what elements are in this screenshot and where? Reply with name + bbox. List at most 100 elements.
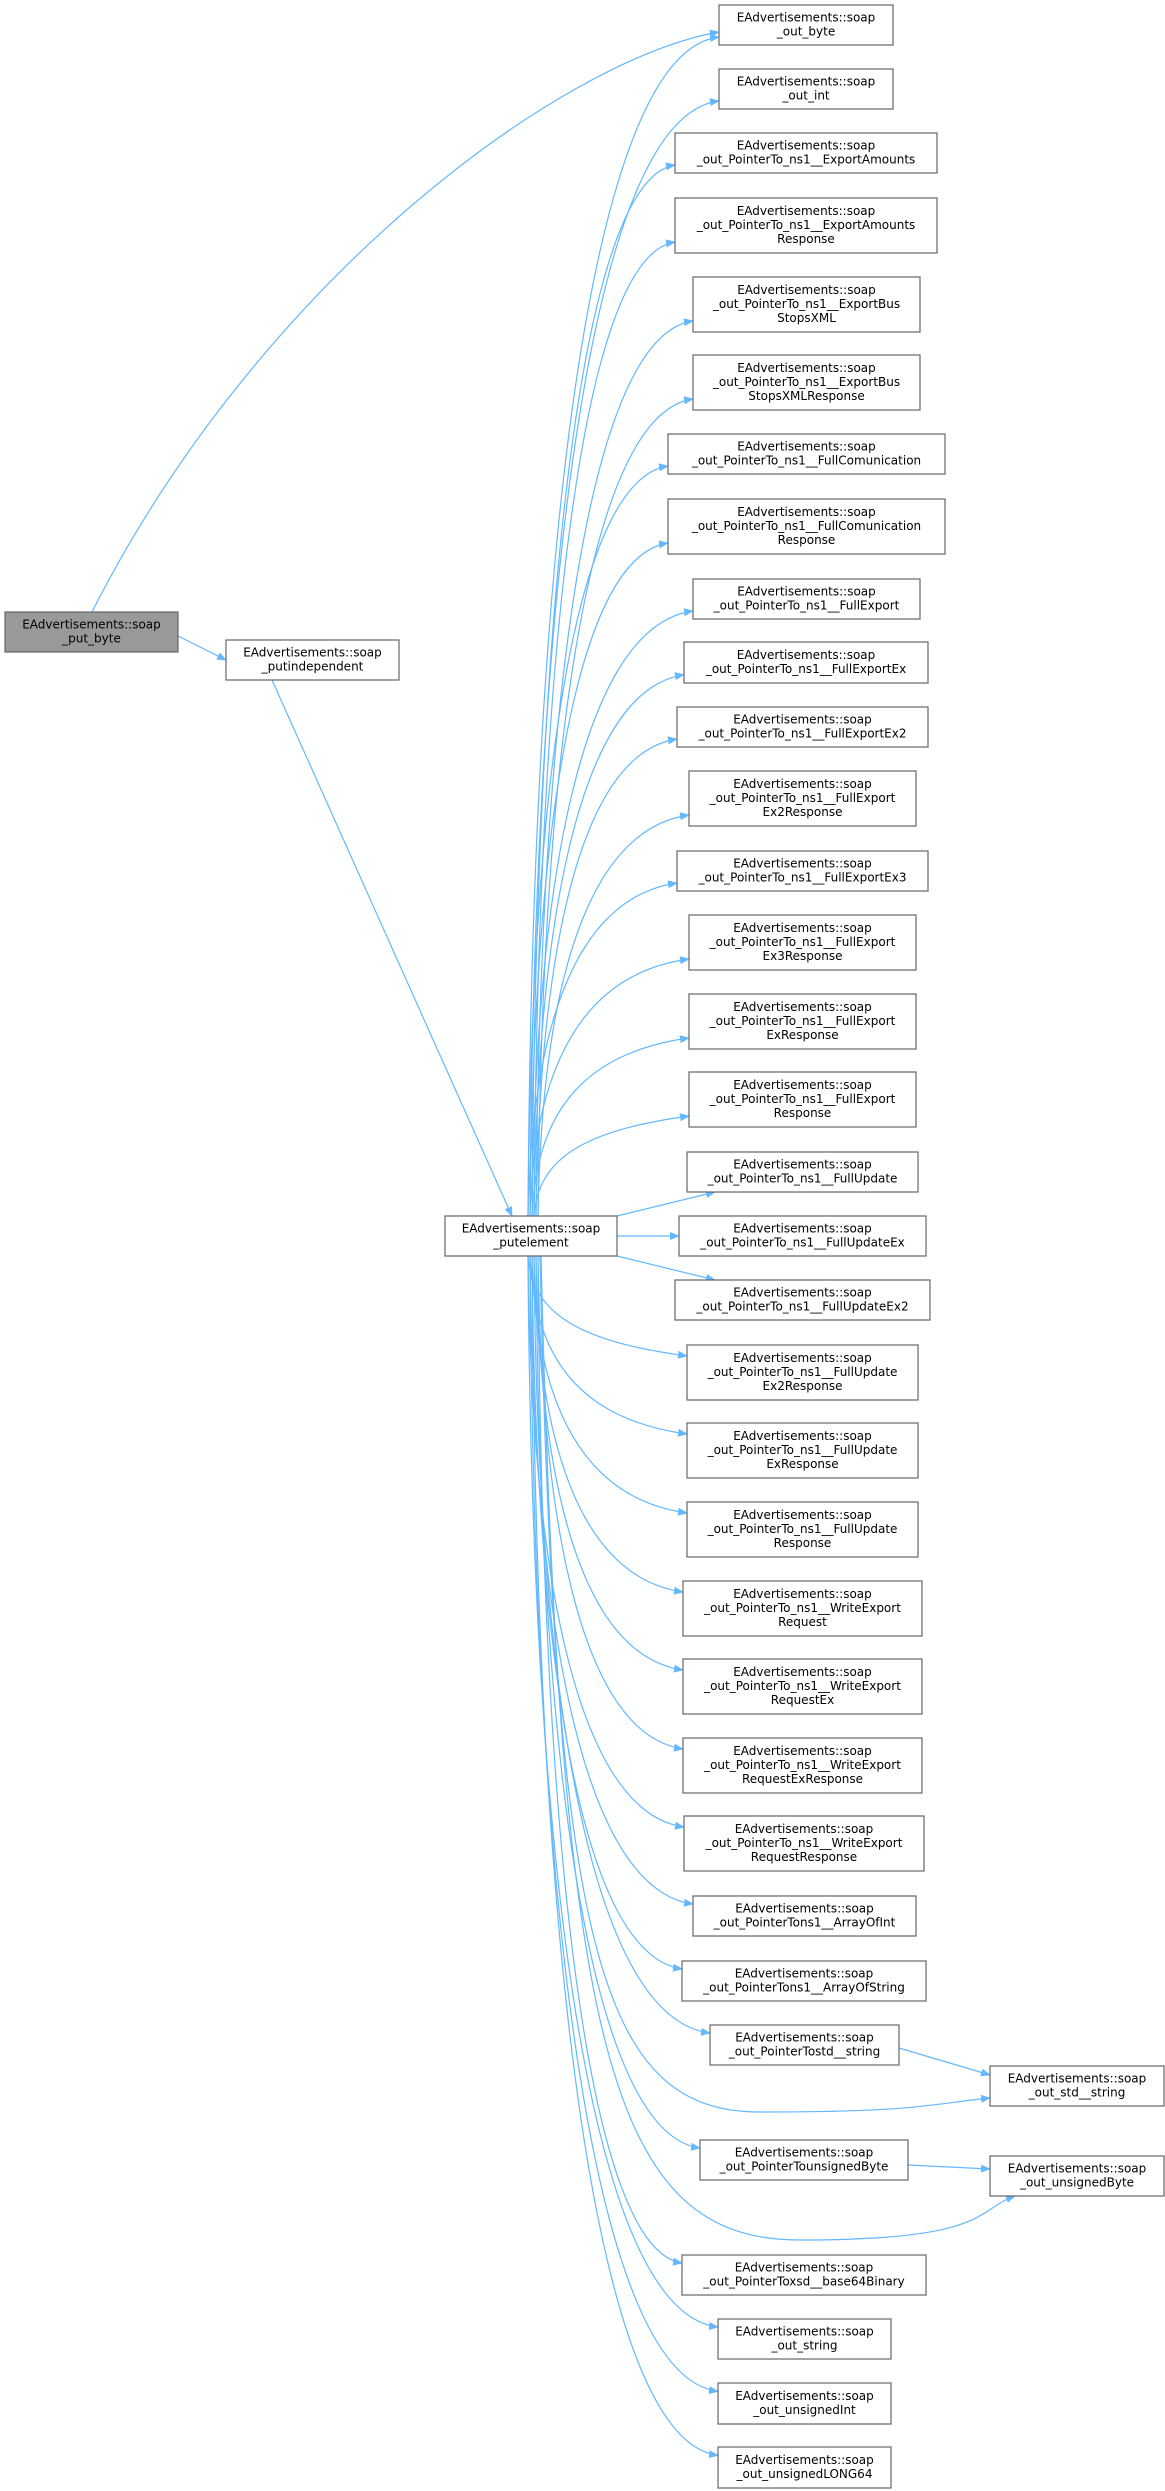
edge-putelement-to-fullupdate — [616, 1190, 716, 1217]
node-label: _out_unsignedInt — [752, 2403, 856, 2417]
node-label: _out_PointerTo_ns1__FullExportEx — [705, 662, 906, 676]
node-box — [444, 1215, 618, 1257]
node-fullexportexresponse[interactable]: EAdvertisements::soap_out_PointerTo_ns1_… — [688, 993, 917, 1050]
node-box — [681, 1960, 927, 2002]
node-label: EAdvertisements::soap — [733, 1429, 872, 1443]
node-unsignedint[interactable]: EAdvertisements::soap_out_unsignedInt — [717, 2382, 892, 2425]
node-label: EAdvertisements::soap — [737, 139, 876, 153]
node-label: EAdvertisements::soap — [1008, 2162, 1147, 2176]
node-unsignedlong64[interactable]: EAdvertisements::soap_out_unsignedLONG64 — [717, 2446, 892, 2489]
node-fullexportex2response[interactable]: EAdvertisements::soap_out_PointerTo_ns1_… — [688, 770, 917, 827]
node-exportamountsresponse[interactable]: EAdvertisements::soap_out_PointerTo_ns1_… — [674, 197, 938, 254]
node-fullupdateexresponse[interactable]: EAdvertisements::soap_out_PointerTo_ns1_… — [686, 1422, 919, 1479]
node-label: _out_string — [770, 2339, 837, 2353]
node-writeexportrequestexresponse[interactable]: EAdvertisements::soap_out_PointerTo_ns1_… — [682, 1737, 923, 1794]
node-fullexport[interactable]: EAdvertisements::soap_out_PointerTo_ns1_… — [692, 578, 921, 620]
edge-putelement-to-exportbusstopsxml — [535, 318, 694, 1217]
node-label: EAdvertisements::soap — [737, 440, 876, 454]
node-fullexportresponse[interactable]: EAdvertisements::soap_out_PointerTo_ns1_… — [688, 1071, 917, 1128]
node-fullexportex3[interactable]: EAdvertisements::soap_out_PointerTo_ns1_… — [676, 850, 929, 892]
node-label: _out_PointerTo_ns1__FullUpdate — [707, 1365, 898, 1379]
edge-putelement-to-out_int — [529, 98, 720, 1217]
node-box — [682, 1658, 923, 1715]
edge-putelement-to-fullupdateexresponse — [529, 1255, 688, 1437]
node-exportbusstopsxmlresponse[interactable]: EAdvertisements::soap_out_PointerTo_ns1_… — [692, 354, 921, 411]
node-label: EAdvertisements::soap — [733, 1222, 872, 1236]
node-box — [681, 2254, 927, 2296]
node-label: EAdvertisements::soap — [735, 1967, 874, 1981]
node-fullupdateex2response[interactable]: EAdvertisements::soap_out_PointerTo_ns1_… — [686, 1344, 919, 1401]
node-arrayofint[interactable]: EAdvertisements::soap_out_PointerTons1__… — [692, 1895, 917, 1937]
node-fullupdate[interactable]: EAdvertisements::soap_out_PointerTo_ns1_… — [686, 1151, 919, 1193]
node-writeexportrequest[interactable]: EAdvertisements::soap_out_PointerTo_ns1_… — [682, 1580, 923, 1637]
node-label: EAdvertisements::soap — [735, 1902, 874, 1916]
node-out-string[interactable]: EAdvertisements::soap_out_string — [717, 2318, 892, 2360]
node-putelement[interactable]: EAdvertisements::soap_putelement — [444, 1215, 618, 1257]
node-label: _out_PointerTo_ns1__FullExport — [709, 1014, 896, 1028]
node-fullexportex[interactable]: EAdvertisements::soap_out_PointerTo_ns1_… — [683, 641, 929, 684]
edge-putindependent-to-putelement — [271, 679, 513, 1217]
node-fullupdateex2[interactable]: EAdvertisements::soap_out_PointerTo_ns1_… — [674, 1279, 931, 1321]
node-label: Ex3Response — [763, 949, 843, 963]
node-label: EAdvertisements::soap — [733, 1744, 872, 1758]
node-exportbusstopsxml[interactable]: EAdvertisements::soap_out_PointerTo_ns1_… — [692, 276, 921, 333]
node-pointertounsignedbyte[interactable]: EAdvertisements::soap_out_PointerTounsig… — [699, 2139, 909, 2181]
node-fullexportex2[interactable]: EAdvertisements::soap_out_PointerTo_ns1_… — [676, 706, 929, 748]
edge-putelement-to-writeexportrequestresponse — [527, 1255, 685, 1830]
node-fullupdateresponse[interactable]: EAdvertisements::soap_out_PointerTo_ns1_… — [686, 1501, 919, 1558]
node-label: _out_PointerTons1__ArrayOfString — [702, 1981, 905, 1995]
edge-put_byte-to-putindependent — [177, 635, 227, 661]
node-label: _out_PointerToxsd__base64Binary — [702, 2275, 904, 2289]
edge-putelement-to-unsignedbyte — [540, 1255, 1016, 2241]
node-label: EAdvertisements::soap — [735, 2031, 874, 2045]
node-box — [225, 639, 400, 681]
node-fullupdateex[interactable]: EAdvertisements::soap_out_PointerTo_ns1_… — [678, 1215, 927, 1257]
node-box — [4, 611, 179, 653]
node-box — [989, 2065, 1165, 2107]
node-label: Response — [774, 1106, 832, 1120]
node-box — [717, 2382, 892, 2425]
node-unsignedbyte[interactable]: EAdvertisements::soap_out_unsignedByte — [989, 2155, 1165, 2197]
edge-putelement-to-out_byte — [527, 34, 720, 1217]
node-label: EAdvertisements::soap — [737, 204, 876, 218]
node-fullcomunication[interactable]: EAdvertisements::soap_out_PointerTo_ns1_… — [667, 433, 946, 475]
node-label: EAdvertisements::soap — [733, 1508, 872, 1522]
node-fullexportex3response[interactable]: EAdvertisements::soap_out_PointerTo_ns1_… — [688, 914, 917, 971]
node-label: EAdvertisements::soap — [735, 2146, 874, 2160]
edge-putelement-to-fullupdateex2response — [527, 1255, 688, 1359]
node-exportamounts[interactable]: EAdvertisements::soap_out_PointerTo_ns1_… — [674, 132, 938, 174]
node-label: EAdvertisements::soap — [243, 646, 382, 660]
node-box — [709, 2024, 900, 2066]
node-label: Ex2Response — [763, 805, 843, 819]
node-writeexportrequestresponse[interactable]: EAdvertisements::soap_out_PointerTo_ns1_… — [683, 1815, 925, 1872]
node-std-string[interactable]: EAdvertisements::soap_out_std__string — [989, 2065, 1165, 2107]
node-box — [676, 850, 929, 892]
edge-putelement-to-fullexportexresponse — [531, 1035, 690, 1217]
node-base64binary[interactable]: EAdvertisements::soap_out_PointerToxsd__… — [681, 2254, 927, 2296]
node-fullcomunicationresponse[interactable]: EAdvertisements::soap_out_PointerTo_ns1_… — [667, 498, 946, 555]
node-label: EAdvertisements::soap — [735, 2325, 874, 2339]
node-box — [688, 1071, 917, 1128]
node-put-byte[interactable]: EAdvertisements::soap_put_byte — [4, 611, 179, 653]
edge-pointertostd_string-to-std_string — [898, 2047, 991, 2077]
node-label: _out_PointerTo_ns1__FullExport — [709, 791, 896, 805]
node-label: EAdvertisements::soap — [735, 2453, 874, 2467]
node-out-byte[interactable]: EAdvertisements::soap_out_byte — [718, 4, 894, 46]
node-pointertostd-string[interactable]: EAdvertisements::soap_out_PointerTostd__… — [709, 2024, 900, 2066]
node-box — [686, 1151, 919, 1193]
node-label: _out_PointerTo_ns1__ExportAmounts — [696, 218, 916, 232]
node-label: EAdvertisements::soap — [462, 1222, 601, 1236]
node-arrayofstring[interactable]: EAdvertisements::soap_out_PointerTons1__… — [681, 1960, 927, 2002]
node-label: EAdvertisements::soap — [733, 921, 872, 935]
node-label: EAdvertisements::soap — [22, 618, 161, 632]
node-out-int[interactable]: EAdvertisements::soap_out_int — [718, 68, 894, 110]
edge-putelement-to-fullexportex2response — [537, 812, 690, 1217]
node-label: EAdvertisements::soap — [733, 857, 872, 871]
edge-putelement-to-fullupdateex2 — [616, 1255, 716, 1282]
edge-putelement-to-fullexport — [531, 608, 694, 1217]
node-writeexportrequestex[interactable]: EAdvertisements::soap_out_PointerTo_ns1_… — [682, 1658, 923, 1715]
node-putindependent[interactable]: EAdvertisements::soap_putindependent — [225, 639, 400, 681]
node-box — [692, 276, 921, 333]
node-label: EAdvertisements::soap — [737, 648, 876, 662]
